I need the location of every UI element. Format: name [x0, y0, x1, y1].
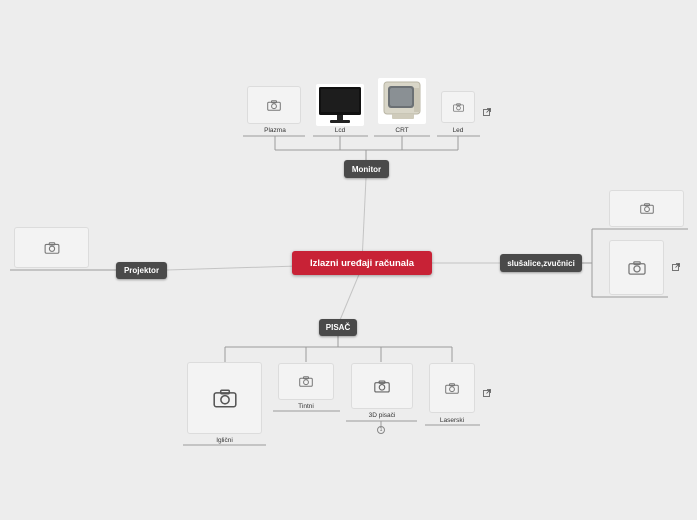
plazma-label: Plazma — [264, 127, 286, 134]
camera-icon — [445, 382, 459, 394]
crt-monitor-icon — [383, 81, 421, 119]
collapsed-count-badge[interactable]: 1 — [377, 426, 385, 434]
3d-pisaci-image-placeholder[interactable] — [351, 363, 413, 409]
external-link-icon[interactable] — [672, 263, 680, 271]
slusalice-image-placeholder-2[interactable] — [609, 240, 664, 295]
iglicni-image-placeholder[interactable] — [187, 362, 262, 434]
laserski-image-placeholder[interactable] — [429, 363, 475, 413]
led-image-placeholder[interactable] — [441, 91, 475, 123]
camera-icon — [44, 241, 59, 254]
camera-icon — [267, 99, 281, 111]
tintni-label: Tintni — [298, 403, 314, 410]
3d-pisaci-label: 3D pisači — [368, 412, 396, 419]
camera-icon — [639, 203, 654, 214]
slusalice-image-placeholder-1[interactable] — [609, 190, 684, 227]
lcd-label: Lcd — [334, 127, 346, 134]
plazma-image-placeholder[interactable] — [247, 86, 301, 124]
monitor-node[interactable]: Monitor — [344, 160, 389, 178]
lcd-monitor-icon — [319, 87, 361, 123]
led-label: Led — [452, 127, 464, 134]
lcd-monitor-image[interactable] — [316, 84, 364, 126]
camera-icon — [374, 379, 390, 393]
projektor-image-placeholder[interactable] — [14, 227, 89, 268]
laserski-label: Laserski — [439, 417, 465, 424]
external-link-icon[interactable] — [483, 108, 491, 116]
central-topic[interactable]: Izlazni uređaji računala — [292, 251, 432, 275]
camera-icon — [212, 388, 237, 408]
iglicni-label: Iglični — [216, 437, 233, 444]
camera-icon — [452, 102, 464, 112]
pisac-node[interactable]: PISAČ — [319, 319, 357, 336]
slusalice-node[interactable]: slušalice,zvučnici — [500, 254, 582, 272]
camera-icon — [627, 260, 646, 275]
camera-icon — [299, 376, 313, 387]
external-link-icon[interactable] — [483, 389, 491, 397]
projektor-node[interactable]: Projektor — [116, 262, 167, 279]
tintni-image-placeholder[interactable] — [278, 363, 334, 400]
crt-monitor-image[interactable] — [378, 78, 426, 124]
crt-label: CRT — [395, 127, 409, 134]
